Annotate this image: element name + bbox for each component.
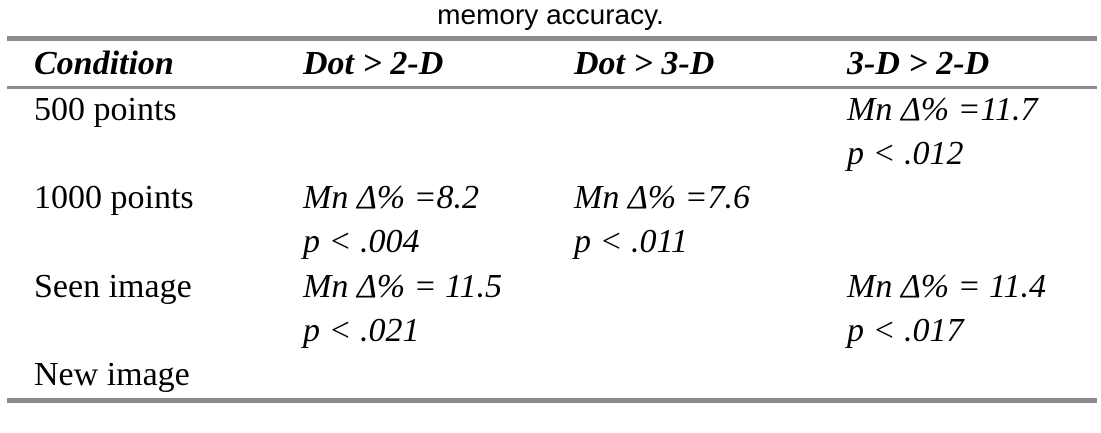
row-seen-dot-2d-mn: Mn Δ% = 11.5 [303,268,503,305]
row-1000-dot-2d-mn: Mn Δ% =8.2 [303,179,480,216]
row-1000-dot-3d-p: p < .011 [574,223,688,260]
row-500-3d-2d-p: p < .012 [847,135,964,172]
header-dot-2d: Dot > 2-D [303,45,444,82]
header-condition: Condition [34,45,174,82]
row-seen-3d-2d-mn: Mn Δ% = 11.4 [847,268,1047,305]
row-condition-new-image: New image [34,356,190,393]
row-seen-3d-2d-p: p < .017 [847,312,964,349]
header-rule [7,86,1097,89]
row-condition-500-points: 500 points [34,91,177,128]
top-rule [7,36,1097,41]
row-1000-dot-3d-mn: Mn Δ% =7.6 [574,179,751,216]
row-condition-seen-image: Seen image [34,268,192,305]
row-500-3d-2d-mn: Mn Δ% =11.7 [847,91,1038,128]
table-caption: memory accuracy. [437,0,664,30]
header-3d-2d: 3-D > 2-D [847,45,990,82]
header-dot-3d: Dot > 3-D [574,45,715,82]
bottom-rule [7,398,1097,403]
row-1000-dot-2d-p: p < .004 [303,223,420,260]
row-seen-dot-2d-p: p < .021 [303,312,420,349]
row-condition-1000-points: 1000 points [34,179,194,216]
